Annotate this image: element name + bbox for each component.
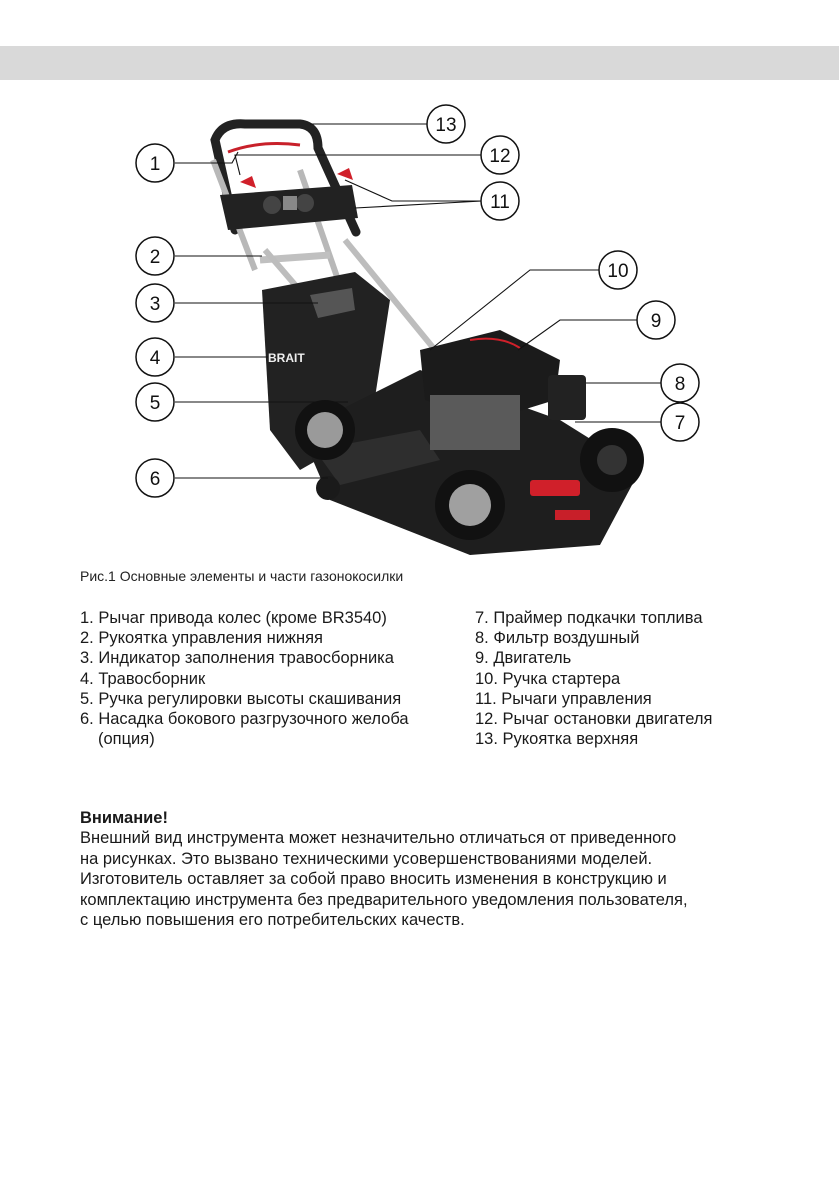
- notice-line: на рисунках. Это вызвано техническими ус…: [80, 849, 780, 869]
- legend-item: 1. Рычаг привода колес (кроме BR3540): [80, 608, 460, 628]
- callout-5: 5: [136, 383, 174, 421]
- callout-12: 12: [481, 136, 519, 174]
- legend-item: 12. Рычаг остановки двигателя: [475, 709, 815, 729]
- legend-item: 2. Рукоятка управления нижняя: [80, 628, 460, 648]
- callout-1: 1: [136, 144, 174, 182]
- svg-text:5: 5: [150, 393, 161, 414]
- notice-title: Внимание!: [80, 808, 780, 828]
- legend-item: 10. Ручка стартера: [475, 669, 815, 689]
- svg-text:8: 8: [675, 374, 686, 395]
- svg-text:12: 12: [489, 146, 510, 167]
- svg-text:6: 6: [150, 469, 161, 490]
- notice-line: комплектацию инструмента без предварител…: [80, 890, 780, 910]
- callout-4: 4: [136, 338, 174, 376]
- callout-3: 3: [136, 284, 174, 322]
- svg-text:13: 13: [435, 115, 456, 136]
- legend-left: 1. Рычаг привода колес (кроме BR3540) 2.…: [80, 608, 460, 749]
- svg-text:1: 1: [150, 154, 161, 175]
- callout-10: 10: [599, 251, 637, 289]
- callout-8: 8: [661, 364, 699, 402]
- figure-caption: Рис.1 Основные элементы и части газоноко…: [80, 568, 403, 584]
- legend-item: 3. Индикатор заполнения травосборника: [80, 648, 460, 668]
- lawn-mower-figure: BRAIT: [0, 100, 839, 570]
- notice-line: Внешний вид инструмента может незначител…: [80, 828, 780, 848]
- svg-text:4: 4: [150, 348, 161, 369]
- legend-item: 4. Травосборник: [80, 669, 460, 689]
- svg-text:9: 9: [651, 311, 662, 332]
- svg-text:11: 11: [490, 192, 510, 213]
- legend-item: 11. Рычаги управления: [475, 689, 815, 709]
- callout-11: 11: [481, 182, 519, 220]
- notice-line: Изготовитель оставляет за собой право вн…: [80, 869, 780, 889]
- legend-item: 13. Рукоятка верхняя: [475, 729, 815, 749]
- callout-13: 13: [427, 105, 465, 143]
- legend-item: 6. Насадка бокового разгрузочного желоба: [80, 709, 460, 729]
- callout-2: 2: [136, 237, 174, 275]
- lawn-mower-illustration: BRAIT: [0, 100, 839, 570]
- notice-block: Внимание! Внешний вид инструмента может …: [80, 808, 780, 930]
- svg-text:10: 10: [607, 261, 628, 282]
- notice-line: с целью повышения его потребительских ка…: [80, 910, 780, 930]
- header-bar: [0, 46, 839, 80]
- legend-item: 8. Фильтр воздушный: [475, 628, 815, 648]
- legend-item: 5. Ручка регулировки высоты скашивания: [80, 689, 460, 709]
- svg-text:7: 7: [675, 413, 686, 434]
- legend-item-continuation: (опция): [80, 729, 460, 749]
- legend-item: 9. Двигатель: [475, 648, 815, 668]
- callout-9: 9: [637, 301, 675, 339]
- callout-6: 6: [136, 459, 174, 497]
- brand-label: BRAIT: [268, 351, 305, 365]
- svg-text:2: 2: [150, 247, 161, 268]
- svg-text:3: 3: [150, 294, 161, 315]
- callout-7: 7: [661, 403, 699, 441]
- legend-right: 7. Праймер подкачки топлива 8. Фильтр во…: [475, 608, 815, 749]
- legend-item: 7. Праймер подкачки топлива: [475, 608, 815, 628]
